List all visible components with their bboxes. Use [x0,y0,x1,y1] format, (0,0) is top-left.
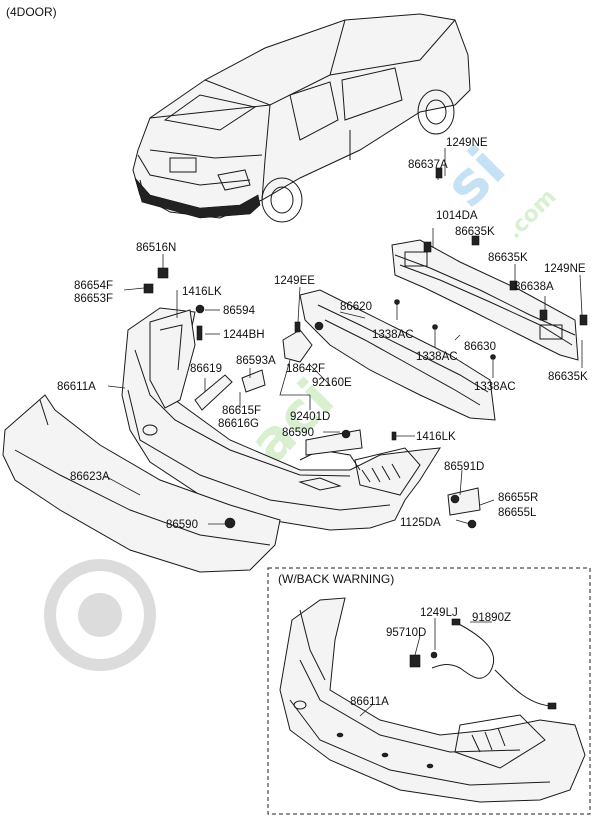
energy-absorber [299,289,496,421]
label-86594: 86594 [223,305,256,317]
label-92160e: 92160E [312,377,352,389]
label-1244bh: 1244BH [223,329,265,341]
label-86635k-c: 86635K [548,371,588,383]
label-86623a: 86623A [70,471,110,483]
label-86635k-a: 86635K [455,226,495,238]
label-86611a-main: 86611A [57,381,96,393]
bolt-1249lj [430,651,438,659]
label-86516n: 86516N [136,242,176,254]
label-1249ne-right: 1249NE [544,263,586,275]
label-1014da: 1014DA [436,210,478,222]
bolt-1249ee [294,321,301,333]
car-rear-wheel [261,177,303,223]
watermark-logo-core [78,593,122,637]
label-18642f: 18642F [286,363,325,375]
label-1249ee: 1249EE [274,275,315,287]
fasteners [143,167,588,529]
clip-86590-top [341,429,351,439]
bolt-1125da [467,519,477,529]
label-92401d: 92401D [290,411,330,423]
label-95710d: 95710D [386,627,426,639]
car-plate [169,157,197,173]
label-1249ne-top: 1249NE [446,137,488,149]
label-91890z: 91890Z [472,612,511,624]
part-labels: 1249NE 86637A 1014DA 86635K 86635K 1249N… [57,137,588,708]
nut-86594 [195,304,205,314]
label-1416lk-bottom: 1416LK [416,431,456,443]
inset-frame [267,567,591,815]
label-86655l: 86655L [498,507,537,519]
leader-lines [104,148,583,525]
label-1338ac-b: 1338AC [416,351,458,363]
watermark-domain: .com [502,185,562,245]
label-86655r: 86655R [498,492,538,504]
label-86637a: 86637A [408,159,448,171]
label-86616g: 86616G [218,418,259,430]
label-86615f: 86615F [222,405,261,417]
label-1125da: 1125DA [400,517,441,529]
label-86654f: 86654F [74,280,113,292]
label-1249lj: 1249LJ [420,607,458,619]
inset-back-warning: (W/BACK WARNING) [267,567,591,815]
bumper-guard-panel [2,394,281,573]
label-86619: 86619 [190,363,222,375]
clip-86516n [157,267,169,279]
label-86593a: 86593A [236,355,276,367]
clip-86590-bottom [224,517,236,529]
label-86620: 86620 [340,301,372,313]
label-86638a: 86638A [514,281,554,293]
car-front-wheel [417,89,455,135]
sensor-95710d [409,654,421,668]
label-86635k-b: 86635K [488,252,528,264]
inset-label: (W/BACK WARNING) [278,572,394,586]
label-86630: 86630 [464,341,496,353]
side-brackets [149,309,481,516]
label-1416lk-top: 1416LK [182,286,222,298]
label-86591d: 86591D [444,461,484,473]
bolt-1244bh [196,325,203,341]
label-1338ac-a: 1338AC [372,329,414,341]
car-illustration [132,13,471,223]
clip-86591d [450,494,460,504]
label-86590-top: 86590 [282,427,314,439]
clip-86654f [143,283,154,294]
label-86611a-inset: 86611A [350,696,389,708]
label-86653f: 86653F [74,293,113,305]
bumper-beam-reinforcement [391,239,579,361]
watermark-logo-ring [44,559,156,671]
label-86590-bottom: 86590 [166,519,198,531]
label-1338ac-c: 1338AC [474,381,516,393]
variant-label: (4DOOR) [6,5,57,19]
